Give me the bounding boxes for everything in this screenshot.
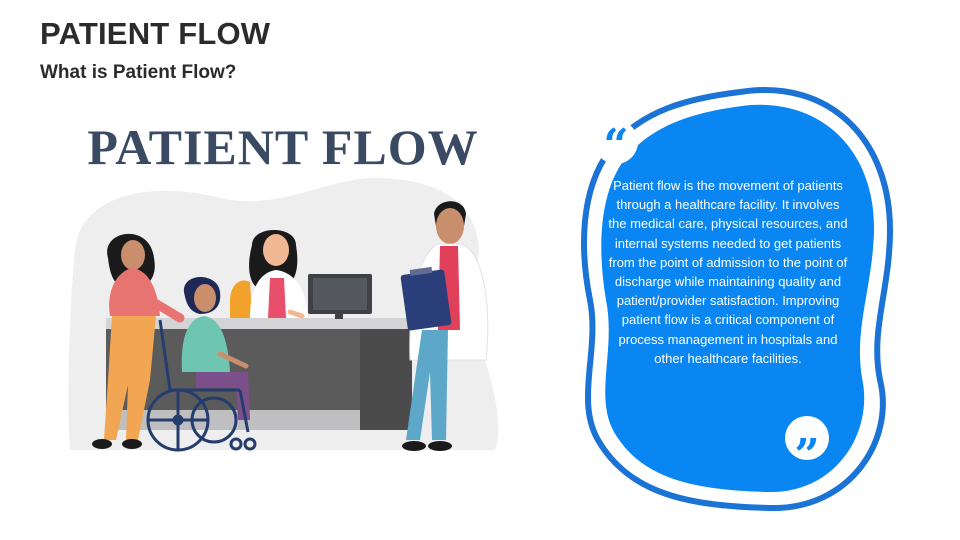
chair-back <box>230 280 252 318</box>
standing-woman-figure <box>92 233 185 449</box>
quote-text: Patient flow is the movement of patients… <box>608 178 848 366</box>
quote-fill <box>601 104 875 493</box>
computer-monitor <box>308 274 372 319</box>
hospital-reception-illustration <box>68 177 499 452</box>
slide-title: PATIENT FLOW <box>40 16 271 51</box>
close-quote-icon: ” <box>785 416 829 481</box>
reception-desk <box>106 318 412 430</box>
wheelchair <box>146 319 257 452</box>
illustration-heading: PATIENT FLOW <box>87 119 479 175</box>
open-quote-icon: “ <box>594 120 638 171</box>
quote-outline <box>581 87 894 512</box>
svg-text:“: “ <box>603 120 628 171</box>
quote-bubble: “ ” <box>581 87 894 512</box>
slide-subtitle: What is Patient Flow? <box>40 62 237 83</box>
clipboard <box>400 266 452 331</box>
receptionist-figure <box>249 230 308 319</box>
svg-text:”: ” <box>794 430 819 481</box>
wheelchair-patient-figure <box>181 277 250 420</box>
